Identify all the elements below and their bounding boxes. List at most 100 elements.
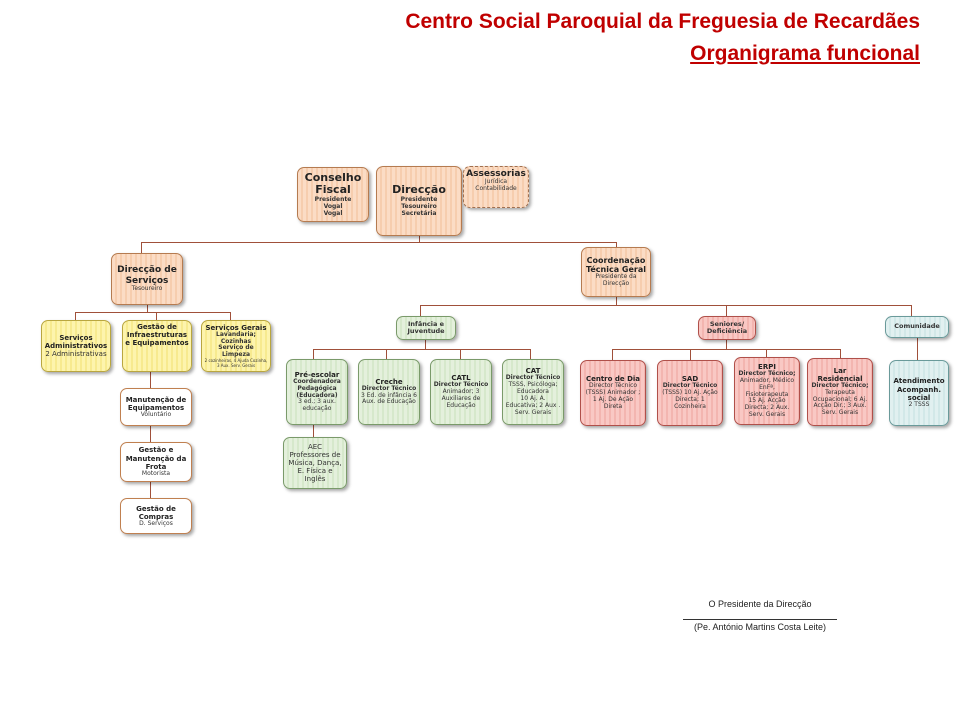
box-line: Lavandaria; Cozinhas [216, 330, 256, 345]
box-line: Contabilidade [475, 185, 517, 193]
aec-box: AEC Professores de Música, Dança, E. Fís… [283, 437, 347, 489]
box-title: Direcção de Serviços [117, 265, 177, 286]
box-line: 2 Administrativas [45, 350, 107, 359]
box-line: 10 Aj. A. Educativa; 2 Aux . Serv. Gerai… [505, 395, 561, 416]
connector [690, 349, 691, 360]
box-title: Infância e Juventude [407, 319, 445, 335]
connector [917, 338, 918, 360]
connector [75, 312, 231, 313]
connector [313, 349, 314, 359]
connector [230, 312, 231, 320]
box-line: Professores de Música, Dança, E. Física … [288, 450, 342, 484]
box-line: 2 cozinheiras, 4 Ajuda Cozinha, 3 Aux. S… [204, 358, 268, 368]
connector [141, 242, 617, 243]
pre-escolar-box: Pré-escolar Coordenadora Pedagógica (Edu… [286, 359, 348, 425]
box-line: D. Serviços [139, 519, 173, 527]
infancia-box: Infância e Juventude [396, 316, 456, 340]
assessorias-box: Assessorias Jurídica Contabilidade [463, 166, 529, 208]
connector [726, 305, 727, 316]
box-line: Serviço de Limpeza [218, 344, 254, 359]
box-line: Tesoureiro [401, 202, 437, 210]
box-line: 15 Aj. Acção Directa; 2 Aux. Serv. Gerai… [744, 397, 790, 419]
box-title: Assessorias [466, 169, 526, 179]
box-line: Motorista [141, 469, 171, 477]
box-line: 3 Ed. de infância 6 Aux. de Educação [361, 391, 417, 406]
atendimento-box: Atendimento Acompanh. social 2 TSSS [889, 360, 949, 426]
connector [911, 305, 912, 316]
box-line: Director Técnico (TSSS) Animador ; 1 Aj.… [585, 382, 641, 410]
box-line: Director Técnico [662, 382, 718, 390]
box-title: Manutenção de Equipamentos [125, 395, 187, 412]
signature-role: O Presidente da Direcção [708, 599, 812, 609]
connector [766, 349, 767, 357]
connector [313, 425, 314, 437]
connector [420, 305, 421, 316]
direccao-servicos-box: Direcção de Serviços Tesoureiro [111, 253, 183, 305]
creche-box: Creche Director Técnico 3 Ed. de infânci… [358, 359, 420, 425]
box-line: Vogal [323, 209, 343, 217]
title-line2: Organigrama funcional [690, 42, 920, 65]
box-line: Animador; 3 Auxiliares de Educação [441, 388, 481, 409]
box-title: Coordenação Técnica Geral [585, 255, 646, 275]
box-title: Gestão de Infraestruturas e Equipamentos [125, 323, 189, 348]
box-title: Creche [375, 377, 403, 386]
box-line: (TSSS) 10 Aj. Ação Directa; 1 Cozinheira [662, 389, 718, 410]
box-title: Conselho Fiscal [304, 170, 362, 197]
conselho-fiscal-box: Conselho Fiscal Presidente Vogal Vogal [297, 167, 369, 222]
cat-box: CAT Director Técnico TSSS, Psicóloga; Ed… [502, 359, 564, 425]
catl-box: CATL Director Técnico Animador; 3 Auxili… [430, 359, 492, 425]
signature-name: (Pe. António Martins Costa Leite) [693, 622, 827, 632]
box-line: 2 TSSS [908, 400, 930, 408]
box-title: ERPI [758, 362, 776, 371]
title-line1: Centro Social Paroquial da Freguesia de … [405, 10, 920, 33]
connector [313, 349, 531, 350]
box-title: Atendimento Acompanh. social [893, 377, 945, 402]
box-title: SAD [681, 375, 699, 384]
box-title: Serviços Administrativos [44, 333, 108, 350]
connector [530, 349, 531, 359]
box-title: AEC [307, 442, 323, 451]
centro-dia-box: Centro de Dia Director Técnico (TSSS) An… [580, 360, 646, 426]
box-title: Lar Residencial [817, 366, 863, 383]
signature-line [683, 619, 837, 620]
box-line: Animador, Médico EnFª, Fisioterapeuta [739, 376, 795, 398]
connector [156, 312, 157, 320]
connector [420, 305, 912, 306]
box-line: Director Técnico; [738, 369, 796, 377]
box-title: Seniores/ Deficiência [706, 319, 748, 335]
connector [419, 236, 420, 243]
gestao-infraestruturas-box: Gestão de Infraestruturas e Equipamentos [122, 320, 192, 372]
box-line: Vogal [323, 202, 343, 210]
connector [75, 312, 76, 320]
box-title: Centro de Dia [585, 375, 641, 384]
manutencao-box: Manutenção de Equipamentos Voluntário [120, 388, 192, 426]
comunidade-box: Comunidade [885, 316, 949, 338]
lar-residencial-box: Lar Residencial Director Técnico; Terape… [807, 358, 873, 426]
connector [616, 242, 617, 247]
box-line: Jurídica [484, 178, 508, 186]
box-line: Director Técnico [361, 384, 417, 392]
connector [460, 349, 461, 359]
box-title: Direcção [392, 183, 446, 197]
box-line: Presidente [400, 195, 438, 203]
box-line: 3 ed.; 3 aux. educação [298, 398, 336, 413]
box-title: Gestão e Manutenção da Frota [125, 446, 187, 471]
box-line: Director Técnico; [811, 381, 869, 389]
box-title: Gestão de Compras [136, 504, 176, 521]
box-title: Comunidade [894, 322, 940, 331]
box-line: Terapeuta Ocupacional; 6 Aj. Acção Dir.;… [812, 388, 868, 417]
box-title: Serviços Gerais [205, 323, 267, 332]
box-line: Tesoureiro [131, 284, 163, 292]
box-line: Coordenadora Pedagógica (Educadora) [293, 377, 341, 399]
box-line: TSSS, Psicóloga; Educadora [508, 381, 558, 396]
servicos-gerais-box: Serviços Gerais Lavandaria; Cozinhas Ser… [201, 320, 271, 372]
erpi-box: ERPI Director Técnico; Animador, Médico … [734, 357, 800, 425]
sad-box: SAD Director Técnico (TSSS) 10 Aj. Ação … [657, 360, 723, 426]
connector [141, 242, 142, 253]
box-line: Presidente da Direcção [595, 273, 637, 288]
coordenacao-box: Coordenação Técnica Geral Presidente da … [581, 247, 651, 297]
direccao-box: Direcção Presidente Tesoureiro Secretári… [376, 166, 462, 236]
box-title: CATL [451, 374, 471, 383]
box-line: Secretária [401, 209, 437, 217]
connector [612, 349, 613, 360]
